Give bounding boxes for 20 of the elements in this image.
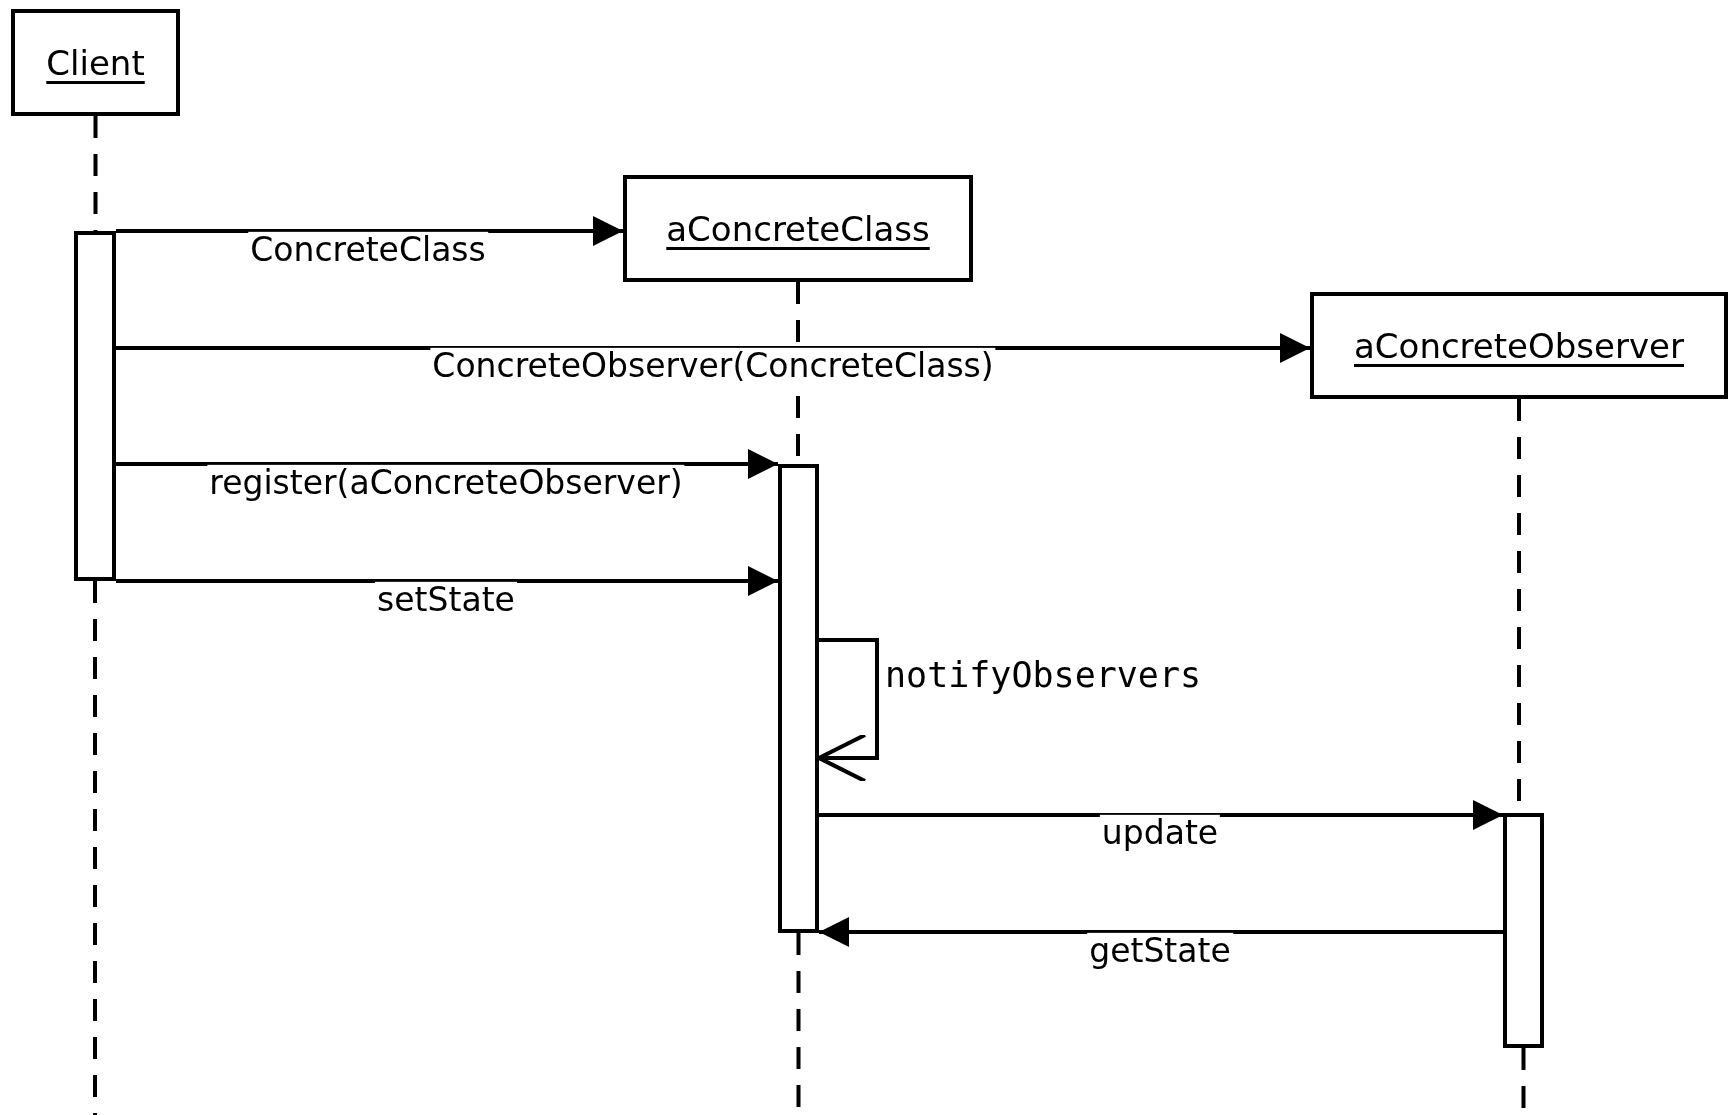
- object-box: [1310, 292, 1728, 399]
- object-name: aConcreteObserver: [1354, 325, 1684, 366]
- message-label: getState: [1087, 932, 1233, 970]
- message-arrow: [116, 333, 1310, 363]
- message-arrow: [819, 917, 1503, 947]
- activation-bar: [74, 231, 116, 581]
- object-box: [623, 175, 973, 282]
- object-name: Client: [46, 42, 145, 83]
- message-label: register(aConcreteObserver): [207, 464, 685, 502]
- lifeline: [93, 116, 98, 231]
- activation-bar: [1503, 813, 1544, 1048]
- activation-bar: [778, 464, 819, 933]
- message-label: update: [1099, 814, 1221, 852]
- message-arrow: [116, 216, 623, 246]
- object-name: aConcreteClass: [666, 208, 930, 249]
- message-arrow: [819, 800, 1503, 830]
- message-arrow: [116, 449, 778, 479]
- object-box: [11, 9, 180, 116]
- lifeline: [93, 581, 97, 1115]
- message-arrow: [116, 566, 778, 596]
